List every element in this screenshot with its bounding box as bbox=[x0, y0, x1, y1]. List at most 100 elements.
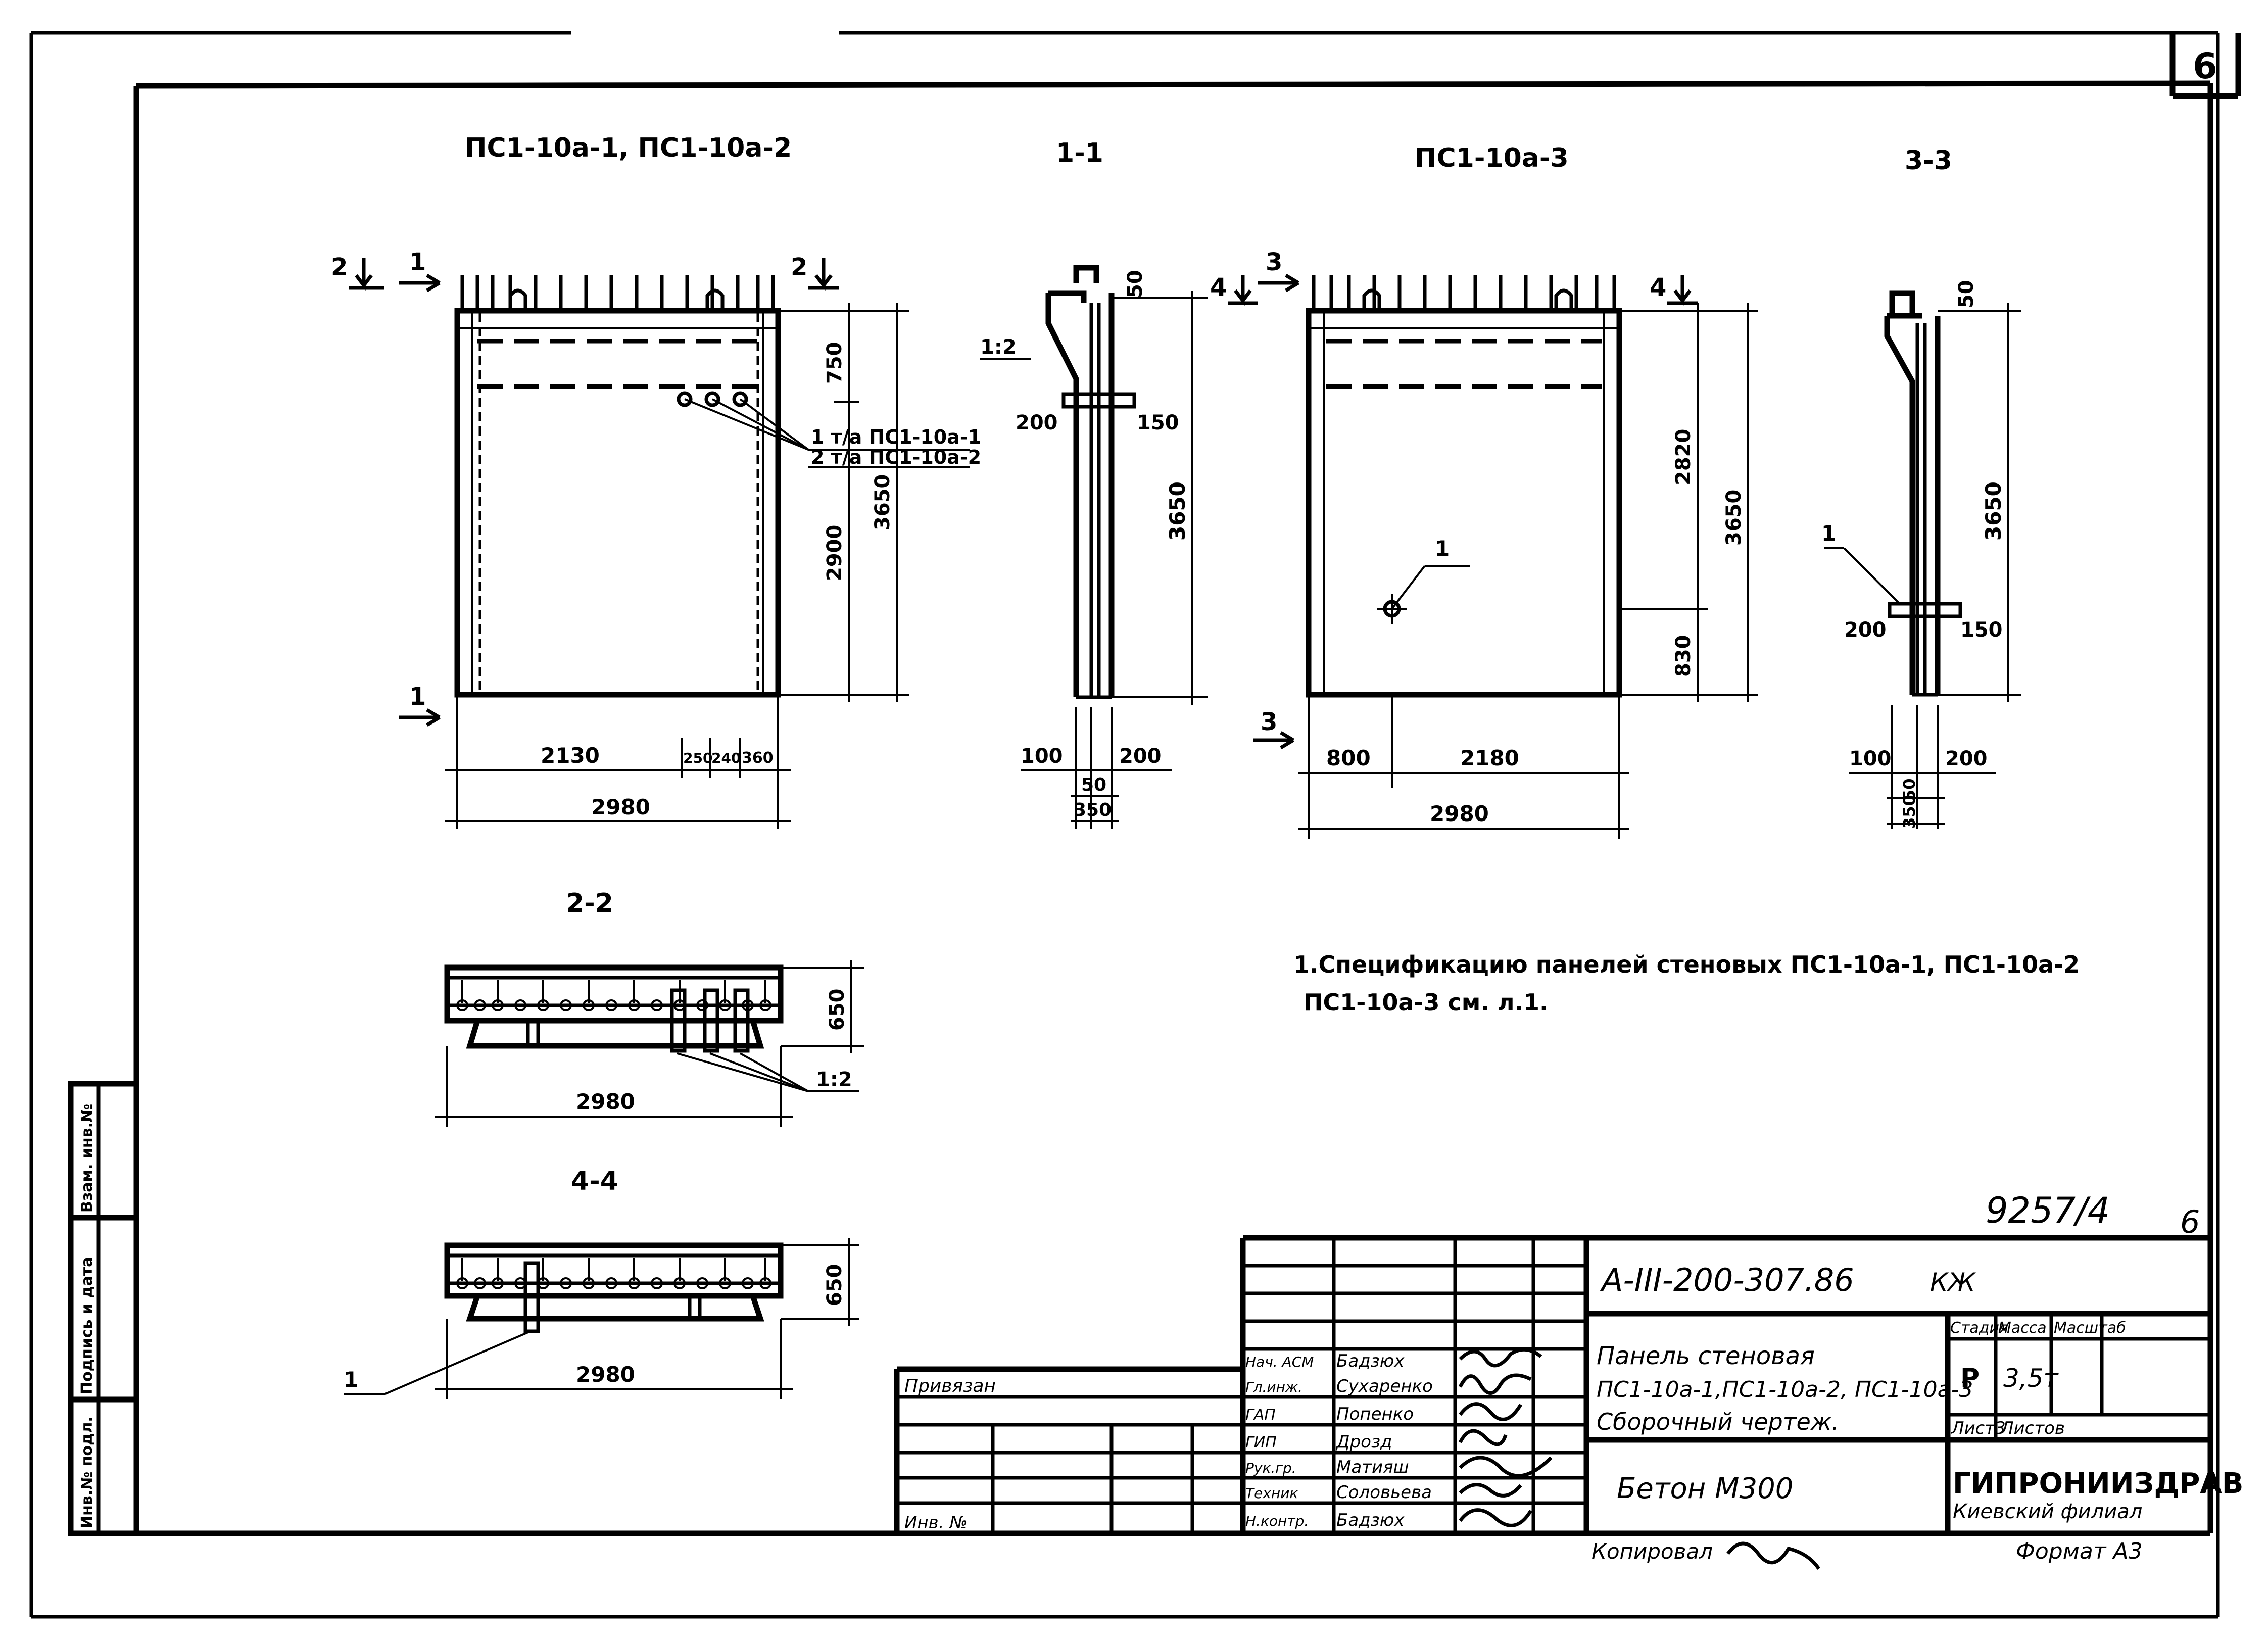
dimensions-d800-label: 800 bbox=[1326, 746, 1371, 770]
dimensions-d50-label: 50 bbox=[1081, 775, 1106, 795]
title-line-2: ПС1-10а-1,ПС1-10а-2, ПС1-10а-3 bbox=[1597, 1377, 1973, 1403]
staff-3-name-label: Дрозд bbox=[1335, 1432, 1392, 1452]
dimensions-d2980-label: 2980 bbox=[576, 1089, 635, 1114]
dimensions-d360-label: 360 bbox=[742, 749, 774, 767]
section-3-3: 1 200 150 50 3650 100 200 50 350 bbox=[1821, 280, 2021, 829]
corner-number-box: 6 bbox=[2169, 33, 2241, 99]
section-marks-m4-label: 4 bbox=[1210, 273, 1227, 302]
archive-sheet: 6 bbox=[2180, 1203, 2200, 1240]
staff-6-name-label: Бадзюх bbox=[1336, 1510, 1405, 1530]
org-name: ГИПРОНИИЗДРАВ bbox=[1953, 1467, 2243, 1500]
title-line-1: Панель стеновая bbox=[1597, 1342, 1815, 1370]
staff-4-role-label: Рук.гр. bbox=[1245, 1460, 1296, 1476]
side-stamp-cell-2: Подпись и дата bbox=[78, 1257, 96, 1394]
corner-number: 6 bbox=[2193, 45, 2217, 87]
rebar-outlets-c bbox=[1312, 275, 1616, 311]
rebar-outlets-a bbox=[460, 275, 775, 311]
panel-a: 1 т/а ПС1-10а-1 2 т/а ПС1-10а-2 bbox=[454, 275, 981, 698]
section-1-1: 1:2 200 150 50 3650 100 200 50 350 bbox=[980, 265, 1208, 829]
mass-header: Масса bbox=[1998, 1319, 2047, 1337]
callouts-scale-12-label: 1:2 bbox=[816, 1068, 852, 1091]
section-marks-a: 2 1 2 1 bbox=[331, 248, 839, 727]
staff-3-role-label: ГИП bbox=[1245, 1434, 1277, 1452]
dimensions-d50-label: 50 bbox=[1900, 778, 1919, 801]
general-note: 1.Спецификацию панелей стеновых ПС1-10а-… bbox=[1293, 951, 2080, 1016]
dimensions-d200-label: 200 bbox=[1844, 618, 1887, 642]
dimensions-d3650-label: 3650 bbox=[1981, 481, 2006, 541]
side-stamp: Взам. инв.№ Подпись и дата Инв.№ подл. bbox=[68, 1081, 139, 1536]
archive-number: 9257/4 bbox=[1986, 1190, 2110, 1231]
sheet-label: Лист3 bbox=[1950, 1418, 2006, 1438]
callouts-scale-12-label: 1:2 bbox=[980, 335, 1017, 359]
staff-5-name-label: Соловьева bbox=[1336, 1482, 1432, 1503]
staff-2-name-label: Попенко bbox=[1336, 1404, 1414, 1424]
section-marks-m3-label: 3 bbox=[1266, 248, 1282, 276]
dimensions-d2980-label: 2980 bbox=[1430, 801, 1489, 826]
staff-1-name-label: Сухаренко bbox=[1336, 1376, 1433, 1396]
dimensions-d3650-label: 3650 bbox=[1722, 490, 1746, 546]
copied-by: Копировал bbox=[1591, 1539, 1713, 1564]
side-stamp-cell-1: Взам. инв.№ bbox=[78, 1104, 96, 1213]
dimensions-d650-label: 650 bbox=[823, 1264, 846, 1307]
dimensions-d350-label: 350 bbox=[1074, 800, 1112, 820]
bar-ends-2-2 bbox=[456, 980, 771, 1053]
panel-c: 1 bbox=[1306, 275, 1622, 698]
inv-no-label: Инв. № bbox=[904, 1513, 968, 1533]
dimensions-d100-label: 100 bbox=[1021, 745, 1063, 768]
dimensions-d150-label: 150 bbox=[1960, 618, 2003, 642]
dimensions-d50-label: 50 bbox=[1955, 280, 1978, 308]
stage-value: Р bbox=[1960, 1363, 1980, 1393]
dimensions-d200-label: 200 bbox=[1119, 745, 1162, 768]
dimensions-d650-label: 650 bbox=[826, 989, 849, 1031]
designation: А-III-200-307.86 bbox=[1600, 1262, 1854, 1298]
staff-0-name-label: Бадзюх bbox=[1336, 1351, 1405, 1371]
section-marks-m2-label: 2 bbox=[331, 253, 348, 281]
title-block: А-III-200-307.86 КЖ Панель стеновая ПС1-… bbox=[894, 1235, 2243, 1533]
format-label: Формат А3 bbox=[2016, 1538, 2143, 1564]
staff-5-role-label: Техник bbox=[1245, 1485, 1298, 1502]
outer-frame bbox=[29, 31, 2220, 1619]
dimensions-d830-label: 830 bbox=[1672, 635, 1695, 678]
section-marks-m1-label: 1 bbox=[409, 248, 426, 276]
dimensions-d100-label: 100 bbox=[1849, 747, 1892, 770]
scale-header: Масштаб bbox=[2054, 1319, 2126, 1337]
view-f-title: 4-4 bbox=[571, 1166, 618, 1196]
stage-header: Стадия bbox=[1950, 1319, 2008, 1337]
note-line-2: ПС1-10а-3 см. л.1. bbox=[1304, 989, 1549, 1016]
designation-suffix: КЖ bbox=[1930, 1268, 1976, 1297]
privyazan-label: Привязан bbox=[904, 1376, 996, 1396]
dimensions-d3650-label: 3650 bbox=[871, 474, 894, 530]
staff-2-role-label: ГАП bbox=[1245, 1406, 1276, 1424]
material: Бетон М300 bbox=[1617, 1472, 1793, 1505]
note-line-1: 1.Спецификацию панелей стеновых ПС1-10а-… bbox=[1293, 951, 2080, 978]
section-2-2: 1:2 650 2980 bbox=[435, 960, 864, 1127]
dimensions-d3650-label: 3650 bbox=[1165, 481, 1190, 541]
sheets-label: Листов bbox=[2000, 1418, 2065, 1438]
dimensions-d350-label: 350 bbox=[1900, 795, 1919, 829]
dimensions-d2820-label: 2820 bbox=[1672, 429, 1695, 485]
org-branch: Киевский филиал bbox=[1953, 1500, 2142, 1523]
section-marks-m4-label: 4 bbox=[1650, 273, 1666, 302]
bar-ends-4-4 bbox=[456, 1258, 771, 1333]
section-marks-m2-label: 2 bbox=[791, 253, 807, 281]
dimensions-d250-label: 250 bbox=[683, 750, 712, 766]
view-e-title: 2-2 bbox=[566, 888, 613, 919]
dimensions-d200-label: 200 bbox=[1016, 411, 1058, 435]
dimensions-d150-label: 150 bbox=[1137, 411, 1179, 435]
dimensions-d2130-label: 2130 bbox=[541, 743, 600, 768]
callouts-leader-1-label: 1 bbox=[1435, 536, 1450, 561]
view-b-title: 1-1 bbox=[1056, 138, 1103, 168]
view-a-title: ПС1-10а-1, ПС1-10а-2 bbox=[465, 133, 792, 163]
section-marks-c: 4 3 4 3 bbox=[1210, 248, 1698, 750]
section-4-4: 1 650 2980 bbox=[344, 1238, 859, 1399]
dimensions-d750-label: 750 bbox=[823, 342, 846, 384]
staff-4-name-label: Матияш bbox=[1336, 1457, 1409, 1477]
section-marks-m1-label: 1 bbox=[409, 683, 426, 711]
dims-c: 2820 830 3650 800 2180 2980 bbox=[1298, 303, 1758, 839]
dimensions-d2900-label: 2900 bbox=[823, 525, 846, 581]
staff-6-role-label: Н.контр. bbox=[1245, 1513, 1309, 1529]
dimensions-d2980-label: 2980 bbox=[576, 1362, 635, 1387]
callouts-leader-1-label: 1 bbox=[344, 1367, 358, 1392]
view-d-title: 3-3 bbox=[1905, 146, 1952, 176]
